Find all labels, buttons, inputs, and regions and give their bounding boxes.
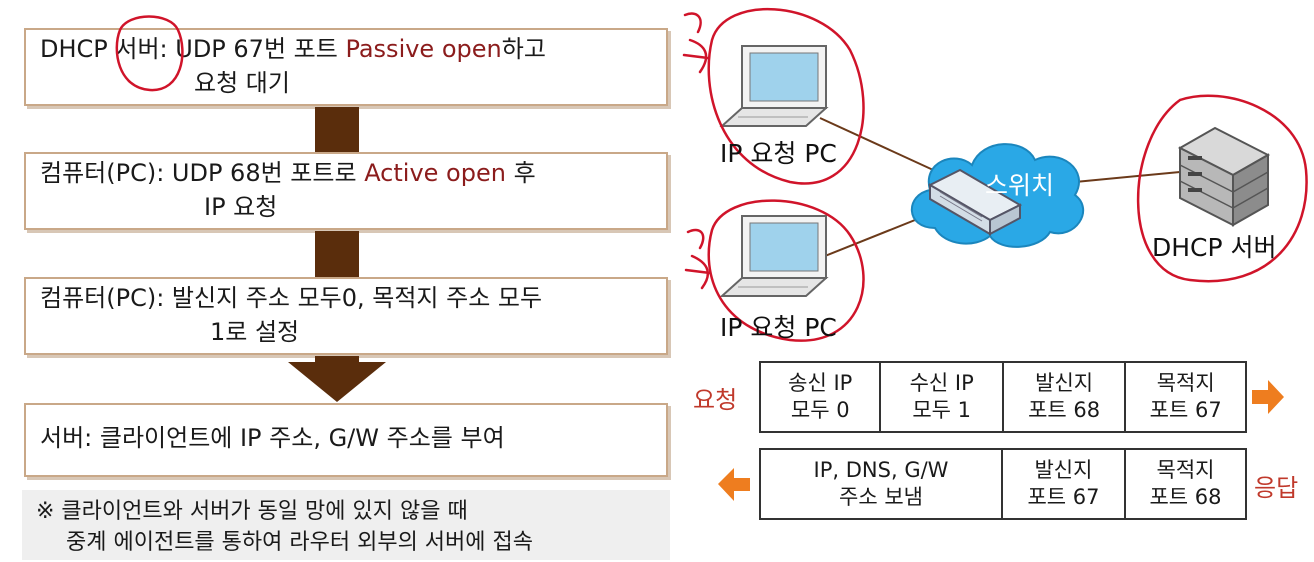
- ink-top-one: [682, 12, 710, 74]
- flow-connector-2: [315, 231, 359, 277]
- dhcp-server-label: DHCP 서버: [1152, 233, 1277, 262]
- pc-bottom-label: IP 요청 PC: [720, 313, 837, 342]
- note-line-1: ※ 클라이언트와 서버가 동일 망에 있지 않을 때: [36, 499, 468, 524]
- circle-bottom-pc: [707, 199, 865, 342]
- step-1-line-1: DHCP 서버: UDP 67번 포트 Passive open하고: [40, 35, 546, 63]
- packet-arrows: [718, 380, 1284, 501]
- server-icon: [1177, 126, 1271, 227]
- flow-arrows: [288, 107, 386, 402]
- step-box-4: 서버: 클라이언트에 IP 주소, G/W 주소를 부여: [24, 403, 668, 477]
- step-box-2: 컴퓨터(PC): UDP 68번 포트로 Active open 후 IP 요청: [24, 152, 668, 230]
- laptop-icon-top: [719, 45, 829, 127]
- red-annotations: [115, 7, 1308, 342]
- circle-top-pc: [707, 7, 865, 185]
- circle-dhcp-server: [1136, 94, 1308, 283]
- step-2-line-2: IP 요청: [204, 193, 278, 221]
- step-2-line-1: 컴퓨터(PC): UDP 68번 포트로 Active open 후: [40, 159, 536, 187]
- laptop-icon-bottom: [719, 215, 829, 297]
- step-box-1: DHCP 서버: UDP 67번 포트 Passive open하고 요청 대기: [24, 28, 668, 106]
- switch-label: 스위치: [985, 171, 1055, 200]
- switch-icon: [927, 168, 1023, 236]
- request-tag: 요청: [693, 386, 738, 414]
- request-right-arrow: [1252, 380, 1284, 414]
- step-box-3: 컴퓨터(PC): 발신지 주소 모두0, 목적지 주소 모두 1로 설정: [24, 277, 668, 355]
- response-left-arrow: [718, 468, 750, 501]
- circle-dhcp-server-word: [115, 15, 184, 92]
- note-box: ※ 클라이언트와 서버가 동일 망에 있지 않을 때 중계 에이전트를 통하여 …: [22, 490, 670, 560]
- step-3-line-2: 1로 설정: [210, 318, 300, 346]
- flow-arrow-down: [288, 356, 386, 402]
- step-3-line-1: 컴퓨터(PC): 발신지 주소 모두0, 목적지 주소 모두: [40, 284, 543, 312]
- step-1-line-2: 요청 대기: [194, 69, 290, 97]
- step-4-line-1: 서버: 클라이언트에 IP 주소, G/W 주소를 부여: [40, 424, 505, 452]
- step-1-highlight: Passive open: [345, 35, 502, 63]
- flow-connector-1: [315, 107, 359, 152]
- step-2-highlight: Active open: [364, 159, 506, 187]
- response-tag: 응답: [1254, 474, 1299, 502]
- note-line-2: 중계 에이전트를 통하여 라우터 외부의 서버에 접속: [66, 530, 534, 555]
- ink-bottom-two: [684, 228, 712, 290]
- pc-top-label: IP 요청 PC: [720, 139, 837, 168]
